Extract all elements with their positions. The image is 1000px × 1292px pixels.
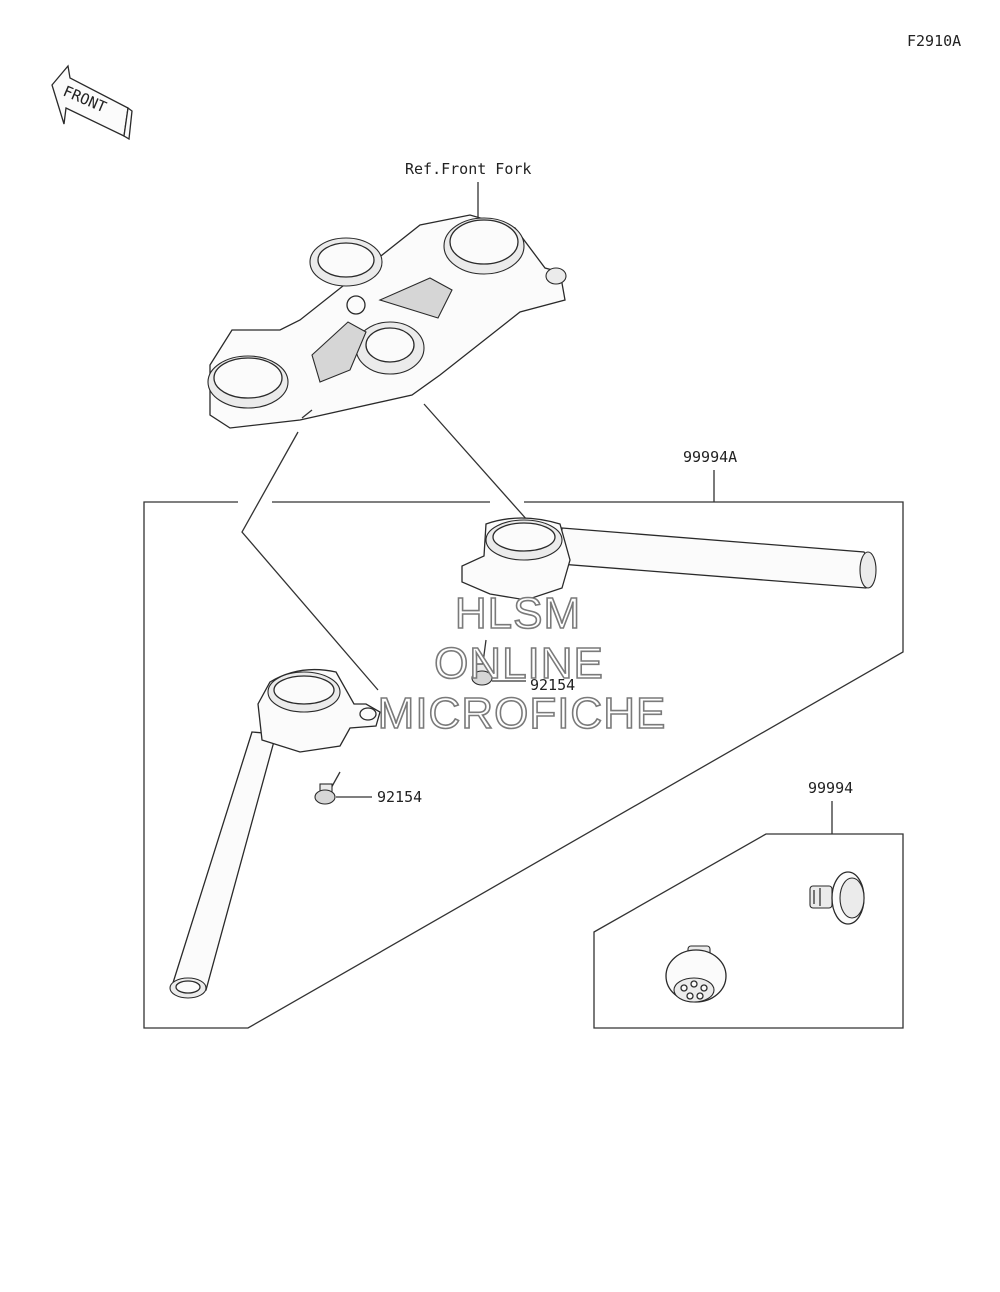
bolt-lower-label: 92154 [377,788,422,806]
kit-a-label: 99994A [683,448,737,466]
right-clipon-handlebar [461,517,877,601]
upper-triple-clamp [207,214,567,429]
diagram-id: F2910A [907,32,961,50]
bar-end-weight-upper [809,871,865,925]
kit-a-box [143,501,904,1029]
ref-front-fork-label: Ref.Front Fork [405,160,531,178]
kit-b-box [593,833,904,1029]
bolt-92154-upper [471,639,493,686]
bar-end-weight-lower [665,945,727,1003]
bolt-upper-label: 92154 [530,676,575,694]
watermark: HLSM ONLINE MICROFICHE [377,588,667,739]
left-clipon-handlebar [169,668,381,999]
kit-b-label: 99994 [808,779,853,797]
front-arrow-icon: FRONT [51,64,133,141]
leader-left-clamp [241,431,379,691]
bolt-92154-lower [314,771,341,805]
watermark-line3: MICROFICHE [378,689,667,738]
watermark-line2: ONLINE [434,639,604,688]
watermark-line1: HLSM [455,589,581,638]
